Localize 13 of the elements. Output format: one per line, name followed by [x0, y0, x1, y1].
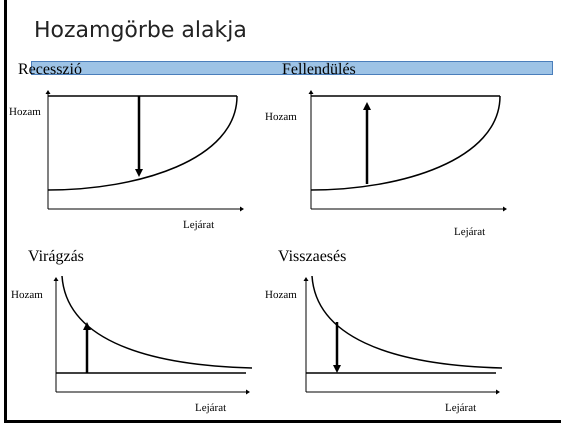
- panel-heading: Recesszió: [18, 62, 82, 78]
- axis-label: Lejárat: [183, 220, 214, 231]
- axis-label: Hozam: [265, 112, 297, 123]
- axis-label: Lejárat: [195, 403, 226, 414]
- slide-title: Hozamgörbe alakja: [34, 18, 247, 43]
- axis-label: Lejárat: [454, 227, 486, 238]
- panel-heading: Fellendülés: [282, 62, 356, 78]
- axis-label: Hozam: [9, 107, 41, 118]
- axis-label: Hozam: [265, 290, 297, 301]
- axis-label: Hozam: [11, 290, 43, 301]
- axis-label: Lejárat: [445, 403, 476, 414]
- panel-heading: Virágzás: [28, 249, 84, 265]
- panel-heading: Visszaesés: [278, 249, 346, 265]
